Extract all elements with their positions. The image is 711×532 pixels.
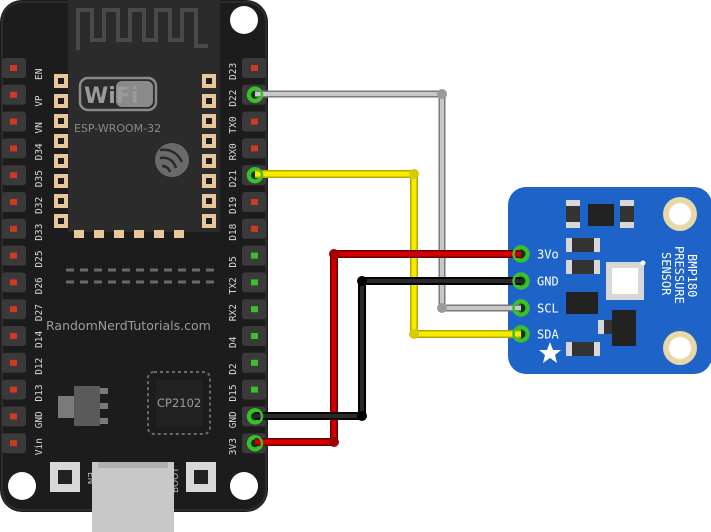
wifi-logo: WiFi: [78, 76, 158, 112]
mount-hole: [669, 337, 691, 359]
sensor-pin-label: GND: [537, 275, 559, 289]
sensor-title-line-2: PRESSURE: [672, 246, 686, 304]
left-pin-en: EN: [2, 58, 45, 80]
left-pin-label: GND: [34, 411, 45, 428]
esp32-board: WiFi ESP-WROOM-32 RandomNerdTutorials.c: [0, 0, 268, 532]
pin-ring: [512, 245, 530, 263]
left-pin-label: D32: [34, 197, 45, 214]
website-label: RandomNerdTutorials.com: [46, 318, 211, 333]
right-pin-d15: D15: [228, 379, 266, 402]
right-pin-label: D15: [228, 384, 239, 401]
left-pin-vin: Vin: [2, 433, 45, 455]
left-pin-label: D14: [34, 331, 45, 348]
right-pin-rx0: RX0: [228, 138, 266, 160]
pin-ring: [246, 408, 264, 425]
sensor-pin-label: 3Vo: [537, 248, 559, 262]
left-pin-label: D12: [34, 358, 45, 375]
en-button-label: EN: [85, 472, 95, 484]
wire-gnd-gnd: [255, 277, 521, 420]
left-pin-label: VN: [34, 122, 45, 134]
right-pin-label: D4: [228, 336, 239, 348]
left-pin-label: EN: [34, 68, 45, 80]
right-pin-label: D5: [228, 256, 239, 267]
right-pin-tx0: TX0: [228, 111, 266, 134]
left-pin-label: D26: [34, 277, 45, 294]
left-pin-label: D34: [34, 143, 45, 160]
boot-button[interactable]: BOOT: [171, 462, 216, 493]
left-pin-label: D33: [34, 224, 45, 241]
right-pin-label: 3V3: [228, 438, 239, 455]
wire-d22-scl: [255, 90, 521, 312]
en-button[interactable]: EN: [50, 462, 95, 492]
pin-ring: [246, 434, 264, 452]
pin-ring: [512, 299, 530, 317]
cp2102-chip: CP2102: [147, 371, 211, 435]
left-pin-d13: D13: [2, 379, 45, 402]
sensor-title-line-1: BMP180: [685, 254, 699, 297]
right-pin-label: RX0: [228, 143, 239, 160]
left-pin-d33: D33: [2, 218, 45, 241]
pin-ring: [512, 325, 530, 343]
voltage-regulator: [58, 386, 108, 426]
left-pin-label: D27: [34, 304, 45, 321]
pin-ring: [512, 272, 530, 290]
left-pin-d32: D32: [2, 192, 45, 214]
left-pin-label: D13: [34, 384, 45, 401]
left-pin-vn: VN: [2, 111, 45, 134]
left-pin-d12: D12: [2, 352, 45, 375]
pin-ring: [246, 166, 264, 184]
right-pin-d5: D5: [228, 245, 266, 268]
usb-connector: [92, 462, 174, 532]
left-pin-label: D35: [34, 170, 45, 187]
chip-label: CP2102: [157, 396, 201, 410]
sensor-title-line-3: SENSOR: [659, 252, 673, 296]
right-pin-d2: D2: [228, 352, 266, 375]
mount-hole: [230, 6, 258, 34]
right-pin-d23: D23: [228, 58, 266, 80]
left-pin-label: VP: [34, 95, 45, 107]
wires: [255, 89, 521, 447]
left-pin-d34: D34: [2, 138, 45, 160]
left-pin-d14: D14: [2, 326, 45, 348]
antenna-trace: [76, 8, 208, 50]
bmp180-sensor-board: BMP180 PRESSURE SENSOR: [508, 187, 711, 374]
left-pin-gnd: GND: [2, 406, 45, 428]
left-pin-label: Vin: [34, 438, 45, 455]
left-pin-label: D25: [34, 250, 45, 267]
right-pin-label: D2: [228, 363, 239, 374]
mount-hole: [8, 472, 36, 500]
pin-ring: [246, 86, 264, 104]
right-pin-label: D21: [228, 170, 239, 187]
right-pin-label: TX2: [228, 277, 239, 294]
right-pin-rx2: RX2: [228, 299, 266, 321]
mount-hole: [230, 472, 258, 500]
right-pin-label: RX2: [228, 304, 239, 321]
sensor-title: BMP180: [685, 254, 699, 297]
boot-button-label: BOOT: [171, 467, 181, 493]
right-pin-d19: D19: [228, 192, 266, 214]
right-pin-d4: D4: [228, 326, 266, 348]
left-pin-d27: D27: [2, 299, 45, 321]
right-pin-d18: D18: [228, 218, 266, 241]
wifi-text: WiFi: [84, 84, 138, 109]
left-pin-d26: D26: [2, 272, 45, 294]
right-pin-label: GND: [228, 411, 239, 428]
right-pin-label: D22: [228, 90, 239, 107]
module-label: ESP-WROOM-32: [74, 122, 161, 135]
left-pin-vp: VP: [2, 84, 45, 107]
sensor-pin-label: SDA: [537, 328, 559, 342]
right-pin-label: D23: [228, 63, 239, 80]
right-pin-label: TX0: [228, 116, 239, 133]
mount-hole: [669, 203, 691, 225]
sensor-pin-label: SCL: [537, 302, 559, 316]
right-pin-tx2: TX2: [228, 272, 266, 294]
right-pin-label: D19: [228, 197, 239, 214]
left-pin-d35: D35: [2, 165, 45, 187]
left-pin-d25: D25: [2, 245, 45, 268]
adafruit-logo: [539, 342, 561, 363]
right-pin-label: D18: [228, 223, 239, 240]
